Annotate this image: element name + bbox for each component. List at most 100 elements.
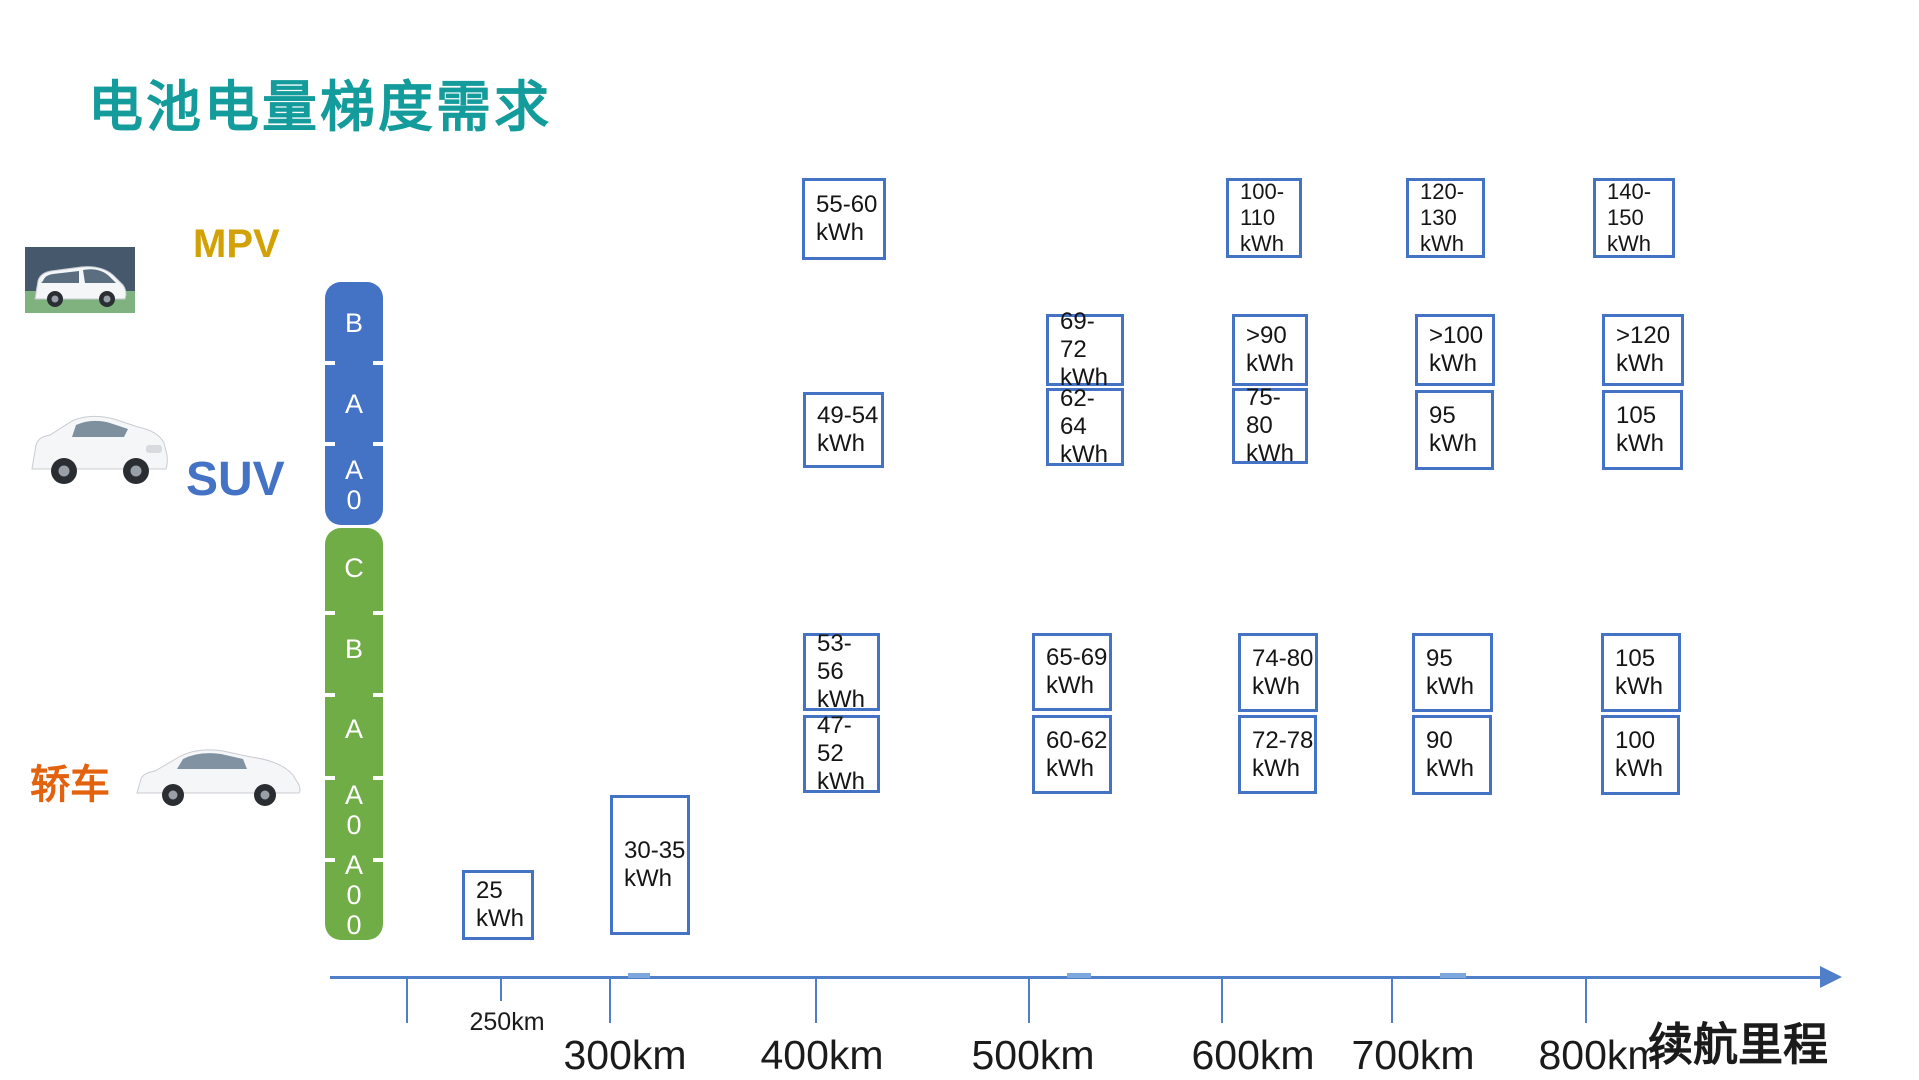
kwh-box-mpv-700km: 120- 130 kWh: [1406, 178, 1485, 258]
kwh-box-sedan-lower-700km: 90 kWh: [1412, 715, 1492, 795]
kwh-value: 55-60: [816, 191, 878, 218]
x-axis-title: 续航里程: [1648, 1019, 1829, 1070]
kwh-box-entry-250km: 25 kWh: [462, 870, 534, 940]
kwh-value: 105: [1616, 402, 1657, 429]
kwh-unit: kWh: [1607, 231, 1651, 256]
class-letter: 0: [346, 880, 362, 910]
axis-tick-600km: [1221, 979, 1223, 1023]
kwh-unit: kWh: [1616, 350, 1664, 377]
axis-tick-label-500km: 500km: [971, 1032, 1095, 1078]
kwh-value: 100-: [1240, 179, 1285, 204]
axis-tick-500km: [1028, 979, 1030, 1023]
kwh-unit: kWh: [476, 905, 524, 932]
axis-tick-label-700km: 700km: [1351, 1032, 1475, 1078]
class-letter: A: [344, 779, 363, 810]
axis-highlight-dash: [628, 973, 650, 978]
kwh-unit: kWh: [1046, 754, 1094, 782]
class-letter: B: [344, 307, 363, 338]
kwh-box-sedan-lower-600km: 72-78 kWh: [1238, 715, 1317, 794]
kwh-unit: kWh: [1426, 672, 1474, 700]
kwh-value: 95: [1429, 402, 1456, 429]
kwh-value: 100: [1615, 727, 1656, 754]
kwh-value: 110: [1240, 205, 1276, 230]
kwh-unit: kWh: [624, 865, 672, 892]
suv-label: SUV: [186, 453, 285, 506]
kwh-box-suv-upper-800km: >120 kWh: [1602, 314, 1684, 386]
axis-highlight-dash: [1440, 973, 1466, 978]
class-segment-a: A: [325, 363, 383, 444]
class-segment-c: C: [325, 528, 383, 609]
kwh-value: 69-72: [1060, 308, 1095, 363]
axis-highlight-dash: [1067, 973, 1091, 978]
kwh-value: 95: [1426, 644, 1453, 672]
kwh-unit: kWh: [817, 430, 865, 457]
kwh-unit: kWh: [1060, 364, 1108, 391]
kwh-value: >100: [1429, 322, 1484, 349]
kwh-value: 49-54: [817, 402, 879, 429]
kwh-unit: kWh: [1429, 430, 1477, 457]
class-letter: C: [344, 553, 364, 584]
class-segment-b: B: [325, 282, 383, 363]
class-letter: 0: [346, 809, 362, 840]
kwh-value: 25: [476, 877, 503, 904]
kwh-unit: kWh: [1429, 350, 1477, 377]
class-letter: B: [344, 633, 363, 664]
kwh-box-suv-upper-500km: 69-72 kWh: [1046, 308, 1124, 391]
class-segment-b: B: [325, 609, 383, 690]
kwh-unit: kWh: [1616, 430, 1664, 457]
kwh-value: 130: [1420, 205, 1457, 230]
kwh-unit: kWh: [1246, 350, 1294, 377]
class-bar-suv-mpv: B A A 0: [323, 282, 385, 525]
kwh-value: 53-56: [817, 630, 852, 685]
axis-tick-label-250km: 250km: [469, 1008, 545, 1036]
kwh-box-mpv-800km: 140- 150 kWh: [1593, 178, 1675, 258]
kwh-box-sedan-lower-400km: 47-52 kWh: [803, 712, 880, 795]
kwh-box-suv-lower-500km: 62-64 kWh: [1046, 385, 1124, 468]
kwh-box-mpv-600km: 100- 110 kWh: [1226, 178, 1302, 258]
kwh-box-sedan-lower-800km: 100 kWh: [1601, 715, 1680, 795]
kwh-box-suv-lower-600km: 75-80 kWh: [1232, 384, 1308, 467]
kwh-box-sedan-lower-500km: 60-62 kWh: [1032, 715, 1112, 794]
class-letter: 0: [346, 910, 362, 940]
kwh-unit: kWh: [1252, 672, 1300, 700]
kwh-unit: kWh: [1615, 672, 1663, 700]
axis-tick-label-800km: 800km: [1538, 1032, 1662, 1078]
class-letter: A: [344, 850, 363, 880]
kwh-box-sedan-upper-400km: 53-56 kWh: [803, 630, 880, 713]
kwh-unit: kWh: [1246, 440, 1294, 467]
kwh-value: 62-64: [1060, 385, 1095, 440]
class-segment-a0: A 0: [325, 444, 383, 525]
kwh-box-entry-300km: 30-35 kWh: [610, 795, 690, 935]
axis-tick-400km: [815, 979, 817, 1023]
kwh-value: 72-78: [1252, 726, 1314, 754]
sedan-label: 轿车: [30, 763, 110, 807]
kwh-box-mpv-400km: 55-60 kWh: [802, 178, 886, 260]
axis-tick-800km: [1585, 979, 1587, 1023]
kwh-value: 105: [1615, 644, 1656, 672]
kwh-unit: kWh: [1252, 754, 1300, 782]
kwh-value: 150: [1607, 205, 1644, 230]
axis-tick-label-400km: 400km: [760, 1032, 884, 1078]
kwh-value: 75-80: [1246, 384, 1281, 439]
page-title: 电池电量梯度需求: [88, 76, 553, 138]
suv-car-image: [31, 415, 168, 484]
axis-tick-label-300km: 300km: [563, 1032, 687, 1078]
class-letter: A: [344, 454, 363, 485]
kwh-value: >120: [1616, 322, 1671, 349]
kwh-box-sedan-upper-800km: 105 kWh: [1601, 633, 1681, 712]
kwh-box-suv-lower-400km: 49-54 kWh: [803, 392, 884, 468]
class-letter: A: [344, 714, 363, 745]
axis-tick-250km: [500, 979, 502, 1001]
kwh-value: 47-52: [817, 712, 852, 767]
class-segment-a: A: [325, 689, 383, 770]
mpv-label: MPV: [193, 222, 280, 266]
kwh-value: 90: [1426, 727, 1453, 754]
kwh-value: >90: [1246, 322, 1287, 349]
kwh-unit: kWh: [1046, 672, 1094, 699]
x-axis-arrow-icon: [1820, 966, 1842, 988]
kwh-unit: kWh: [1240, 231, 1284, 256]
kwh-box-suv-lower-700km: 95 kWh: [1415, 390, 1494, 470]
kwh-value: 60-62: [1046, 726, 1108, 754]
kwh-unit: kWh: [1060, 441, 1108, 468]
